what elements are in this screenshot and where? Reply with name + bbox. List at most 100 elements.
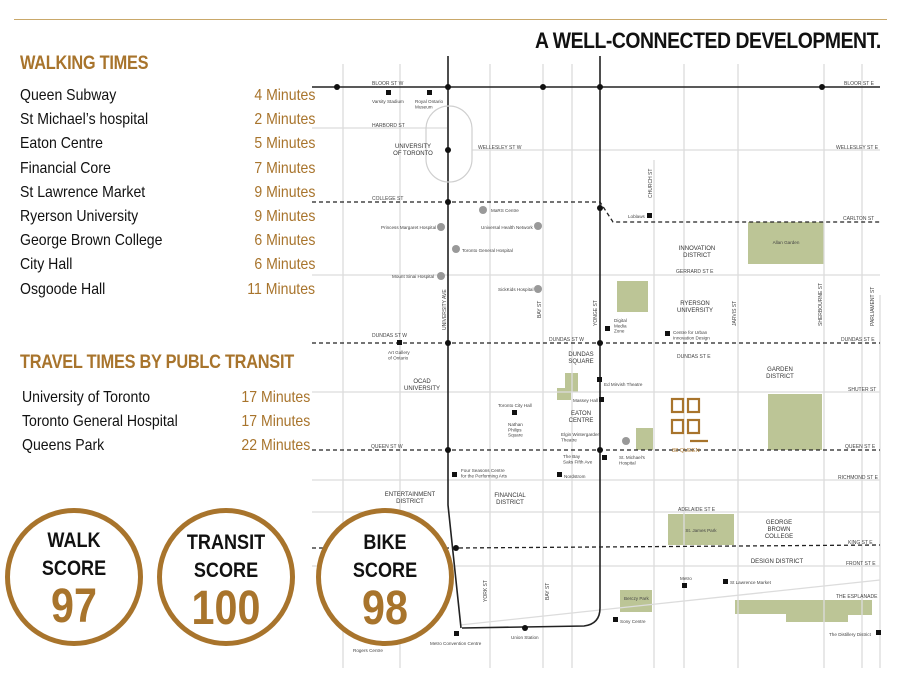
walking-time: 11 Minutes — [247, 280, 315, 298]
transit-time: 22 Minutes — [241, 437, 310, 455]
label-harbord: HARBORD ST — [372, 123, 405, 129]
walking-time: 2 Minutes — [253, 111, 315, 129]
transit-time: 17 Minutes — [241, 413, 310, 431]
walking-time: 9 Minutes — [253, 183, 315, 201]
walking-time: 6 Minutes — [253, 256, 315, 274]
label-church: CHURCH ST — [648, 169, 654, 198]
label-wellesley-w: WELLESLEY ST W — [478, 145, 522, 151]
district-design: DESIGN DISTRICT — [751, 559, 804, 565]
label-bloor-w: BLOOR ST W — [372, 81, 404, 87]
place-princess: Princess Margaret Hospital — [381, 225, 436, 230]
label-dundas-w-2: DUNDAS ST W — [549, 337, 584, 343]
walking-place: George Brown College — [20, 232, 163, 250]
place-massey: Massey Hall — [573, 398, 598, 403]
label-yonge: YONGE ST — [593, 300, 599, 326]
street-labels: BLOOR ST W BLOOR ST E HARBORD ST WELLESL… — [371, 81, 879, 602]
bike-score-value: 98 — [362, 582, 408, 635]
label-bay-2: BAY ST — [545, 583, 551, 600]
walking-place: Osgoode Hall — [20, 280, 106, 298]
walking-row: Eaton Centre 5 Minutes — [20, 132, 315, 156]
place-sony: Sony Centre — [620, 619, 646, 624]
park-moss — [768, 394, 822, 450]
bike-score-label-2: SCORE — [352, 559, 418, 582]
label-parliament: PARLIAMENT ST — [870, 287, 876, 326]
development-marker-88-queen[interactable] — [670, 397, 708, 443]
walking-place: Eaton Centre — [20, 135, 103, 153]
place-development[interactable]: 88 QUEEN — [672, 448, 700, 454]
park-queen-east — [636, 428, 653, 450]
place-rogers: Rogers Centre — [353, 648, 383, 653]
label-bay-1: BAY ST — [537, 301, 543, 318]
label-king: KING ST E — [848, 540, 873, 546]
place-stlm: St Lawrence Market — [730, 580, 772, 585]
label-bloor-e: BLOOR ST E — [844, 81, 875, 87]
label-sherbourne: SHERBOURNE ST — [818, 283, 824, 326]
walking-place: Ryerson University — [20, 208, 139, 226]
top-divider — [14, 19, 887, 20]
place-union: Union Station — [511, 635, 539, 640]
place-nordstrom: Nordstrom — [564, 474, 586, 479]
place-mtcc: Metro Convention Centre — [430, 641, 482, 646]
transit-score-badge: TRANSIT SCORE 100 — [157, 508, 295, 646]
park-ryerson-quad — [617, 281, 648, 312]
major-streets — [312, 56, 880, 629]
label-wellesley-e: WELLESLEY ST E — [836, 145, 879, 151]
walking-place: City Hall — [20, 256, 73, 274]
transit-score-label-2: SCORE — [193, 559, 259, 582]
label-queen-e: QUEEN ST E — [845, 444, 876, 450]
transit-times-title: TRAVEL TIMES BY PUBLC TRANSIT — [20, 352, 294, 373]
page-headline: A WELL-CONNECTED DEVELOPMENT. — [535, 28, 881, 53]
label-adelaide: ADELAIDE ST E — [678, 507, 716, 513]
walking-place: Queen Subway — [20, 87, 117, 105]
place-berczy: Berczy Park — [624, 596, 649, 601]
label-esplanade: THE ESPLANADE — [836, 594, 878, 600]
label-dundas-e-2: DUNDAS ST E — [841, 337, 875, 343]
park-st-james — [668, 514, 734, 545]
walking-time: 5 Minutes — [253, 135, 315, 153]
label-jarvis: JARVIS ST — [732, 301, 738, 326]
label-university-ave: UNIVERSITY AVE — [442, 289, 448, 330]
place-city-hall: Toronto City Hall — [498, 403, 532, 408]
walk-score-badge: WALK SCORE 97 — [5, 508, 143, 646]
walking-place: St Michael’s hospital — [20, 111, 149, 129]
label-gerrard: GERRARD ST E — [676, 269, 714, 275]
walking-place: Financial Core — [20, 159, 111, 177]
label-queen-w: QUEEN ST W — [371, 444, 403, 450]
transit-time: 17 Minutes — [241, 389, 310, 407]
walking-row: St Michael’s hospital 2 Minutes — [20, 108, 315, 132]
park-allan-garden — [748, 222, 824, 264]
place-sickkids: SickKids Hospital — [498, 287, 534, 292]
hospital-icons — [437, 206, 630, 445]
subway-stops — [334, 84, 825, 631]
place-markers — [386, 90, 881, 636]
place-uhn: Universal Health Network — [481, 225, 534, 230]
label-richmond: RICHMOND ST E — [838, 475, 879, 481]
walking-row: City Hall 6 Minutes — [20, 253, 315, 277]
label-shuter: SHUTER ST — [848, 387, 876, 393]
